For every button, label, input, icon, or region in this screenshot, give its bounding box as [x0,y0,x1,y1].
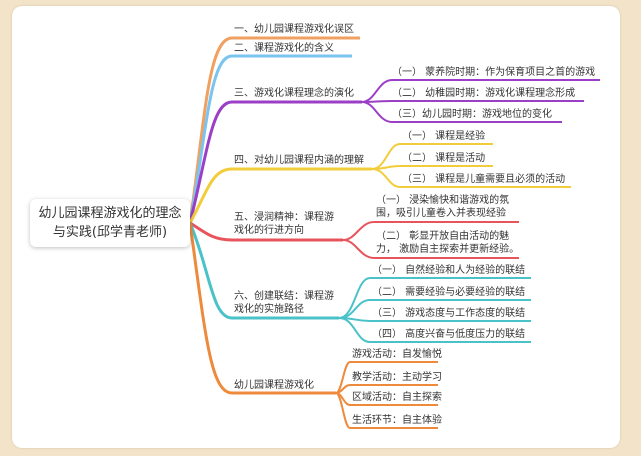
branch-4-child-2[interactable]: （二） 课程是活动 [402,153,486,164]
branch-6-child-4[interactable]: （四） 高度兴奋与低度压力的联结 [372,329,526,340]
branch-4-child-3[interactable]: （三） 课程是儿童需要且必须的活动 [402,174,566,185]
branch-5-child-2[interactable]: （二） 彰显开放自由活动的魅力， 激励自主探索并更新经验。 [376,231,520,255]
branch-4-child-2-connector [371,165,493,170]
branch-3-child-3-connector [361,101,562,123]
branch-1-connector [188,36,360,224]
branch-7-child-4[interactable]: 生活环节：自主体验 [352,415,442,426]
branch-7-child-3[interactable]: 区域活动：自主探索 [352,392,442,403]
branch-7-label[interactable]: 幼儿园课程游戏化 [234,380,314,391]
branch-4-label[interactable]: 四、对幼儿园课程内涵的理解 [234,155,364,166]
branch-2-label[interactable]: 二、课程游戏化的含义 [234,43,334,54]
branch-5-child-1-connector [342,221,519,241]
branch-6-connector [188,222,339,320]
branch-6-child-4-connector [338,317,531,343]
branch-5-child-1[interactable]: （一） 浸染愉快和谐游戏的氛围，吸引儿童卷入并表现经验 [376,195,510,219]
branch-3-child-3[interactable]: （三）幼儿园时期：游戏地位的变化 [392,109,552,120]
branch-4-connector [188,167,372,224]
branch-6-child-1[interactable]: （一） 自然经验和人为经验的联结 [372,265,526,276]
branch-3-connector [188,100,362,224]
branch-5-child-2-connector [342,239,519,259]
branch-3-child-2[interactable]: （二） 幼稚园时期：游戏化课程理念形成 [392,88,576,99]
branch-6-child-3[interactable]: （三） 游戏态度与工作态度的联结 [372,308,526,319]
branch-3-child-1[interactable]: （一） 蒙养院时期：作为保育项目之首的游戏 [392,67,596,78]
branch-2-connector [188,54,352,224]
branch-7-child-4-connector [335,392,438,429]
branch-7-child-1[interactable]: 游戏活动：自发愉悦 [352,349,442,360]
branch-6-child-2[interactable]: （二） 需要经验与必要经验的联结 [372,287,526,298]
branch-5-label[interactable]: 五、浸润精神：课程游戏化的行进方向 [234,212,334,236]
branch-7-child-2[interactable]: 教学活动：主动学习 [352,372,442,383]
branch-6-label[interactable]: 六、创建联结：课程游戏化的实施路径 [234,291,334,315]
branch-3-child-2-connector [361,100,584,103]
branch-5-connector [189,221,343,242]
branch-1-label[interactable]: 一、幼儿园课程游戏化误区 [234,24,354,35]
branch-3-label[interactable]: 三、游戏化课程理念的演化 [234,88,354,99]
branch-4-child-3-connector [371,168,571,188]
root-node[interactable]: 幼儿园课程游戏化的理念与实践(邱学青老师) [30,199,190,247]
branch-7-connector [188,222,336,395]
branch-4-child-1[interactable]: （一） 课程是经验 [402,131,486,142]
